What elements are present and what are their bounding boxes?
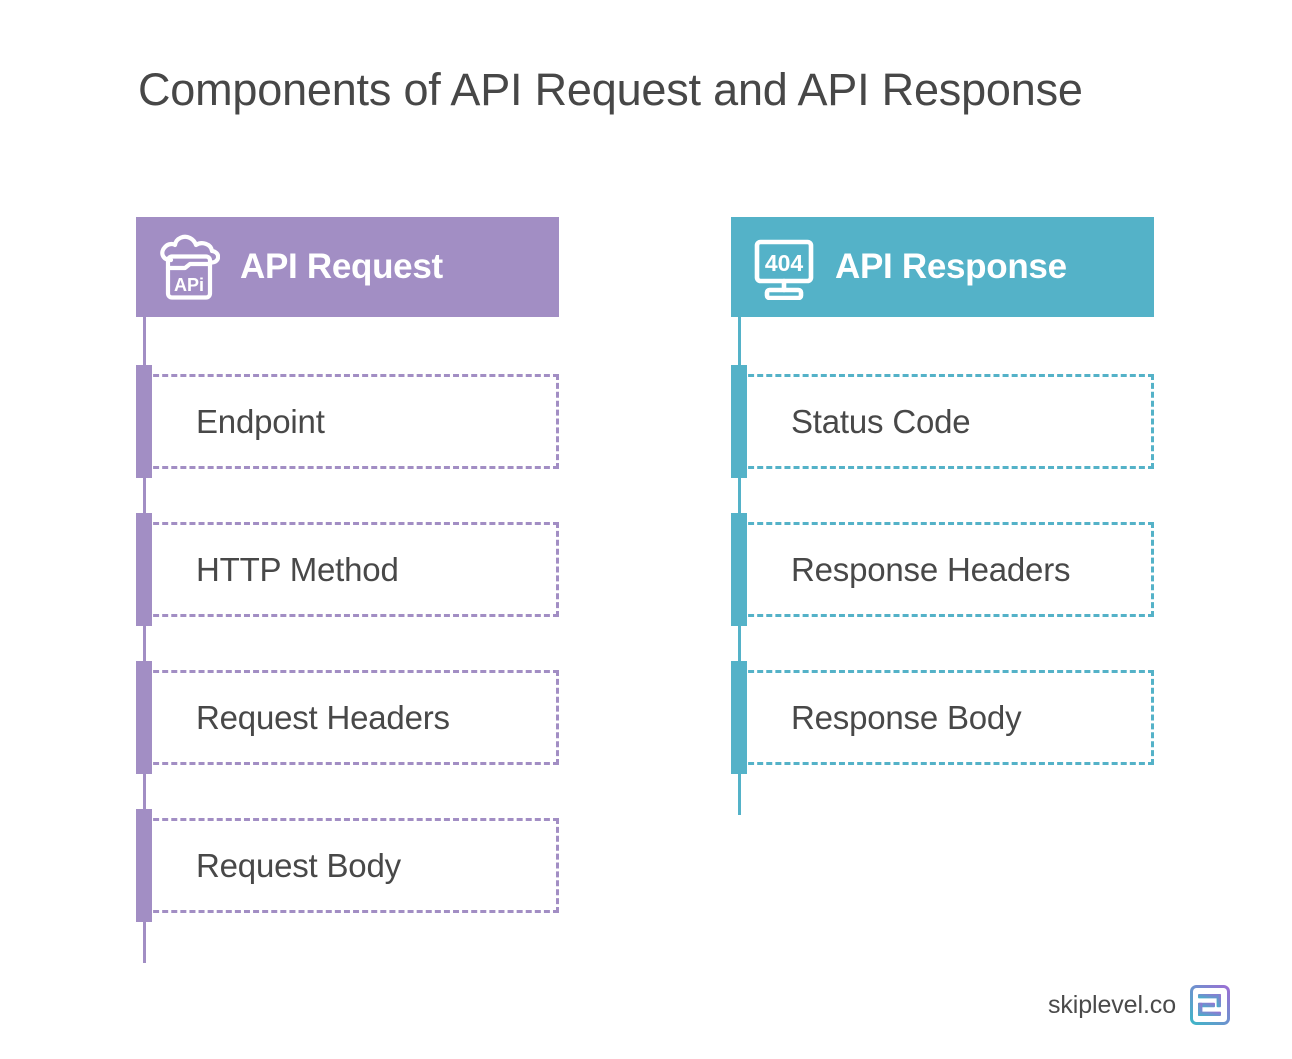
list-item-label: Status Code <box>791 402 971 440</box>
column-title-api-request: API Request <box>240 247 443 286</box>
list-item-label: Request Body <box>196 846 401 884</box>
brand-name: skiplevel.co <box>1047 990 1176 1019</box>
list-item-label: Request Headers <box>196 698 450 736</box>
item-accent-bar <box>136 513 152 626</box>
list-item[interactable]: Request Body <box>136 809 559 922</box>
page-title: Components of API Request and API Respon… <box>138 64 1083 115</box>
item-accent-bar <box>136 661 152 774</box>
column-api-response: 404 API Response Status Code Response He… <box>731 217 1154 815</box>
item-accent-bar <box>136 809 152 922</box>
item-accent-bar <box>731 513 747 626</box>
item-accent-bar <box>731 365 747 478</box>
item-accent-bar <box>731 661 747 774</box>
column-title-api-response: API Response <box>835 247 1067 286</box>
list-item-label: Response Headers <box>791 550 1071 588</box>
api-cloud-icon: APi <box>158 234 221 300</box>
column-header-api-request: APi API Request <box>136 217 559 317</box>
svg-text:APi: APi <box>174 275 204 295</box>
list-item-label: HTTP Method <box>196 550 399 588</box>
list-item[interactable]: Request Headers <box>136 661 559 774</box>
column-api-request: APi API Request Endpoint HTTP Method Req… <box>136 217 559 963</box>
list-item[interactable]: Endpoint <box>136 365 559 478</box>
list-item[interactable]: HTTP Method <box>136 513 559 626</box>
footer-branding: skiplevel.co <box>1048 985 1230 1025</box>
svg-text:404: 404 <box>765 250 804 276</box>
list-item[interactable]: Response Body <box>731 661 1154 774</box>
column-header-api-response: 404 API Response <box>731 217 1154 317</box>
item-accent-bar <box>136 365 152 478</box>
skiplevel-logo-icon <box>1190 985 1230 1025</box>
monitor-404-icon: 404 <box>753 234 815 301</box>
list-item-label: Endpoint <box>196 402 325 440</box>
connector-line-request <box>143 317 146 963</box>
list-item[interactable]: Status Code <box>731 365 1154 478</box>
item-list-api-response: Status Code Response Headers Response Bo… <box>731 365 1154 774</box>
item-list-api-request: Endpoint HTTP Method Request Headers Req… <box>136 365 559 922</box>
list-item[interactable]: Response Headers <box>731 513 1154 626</box>
list-item-label: Response Body <box>791 698 1022 736</box>
